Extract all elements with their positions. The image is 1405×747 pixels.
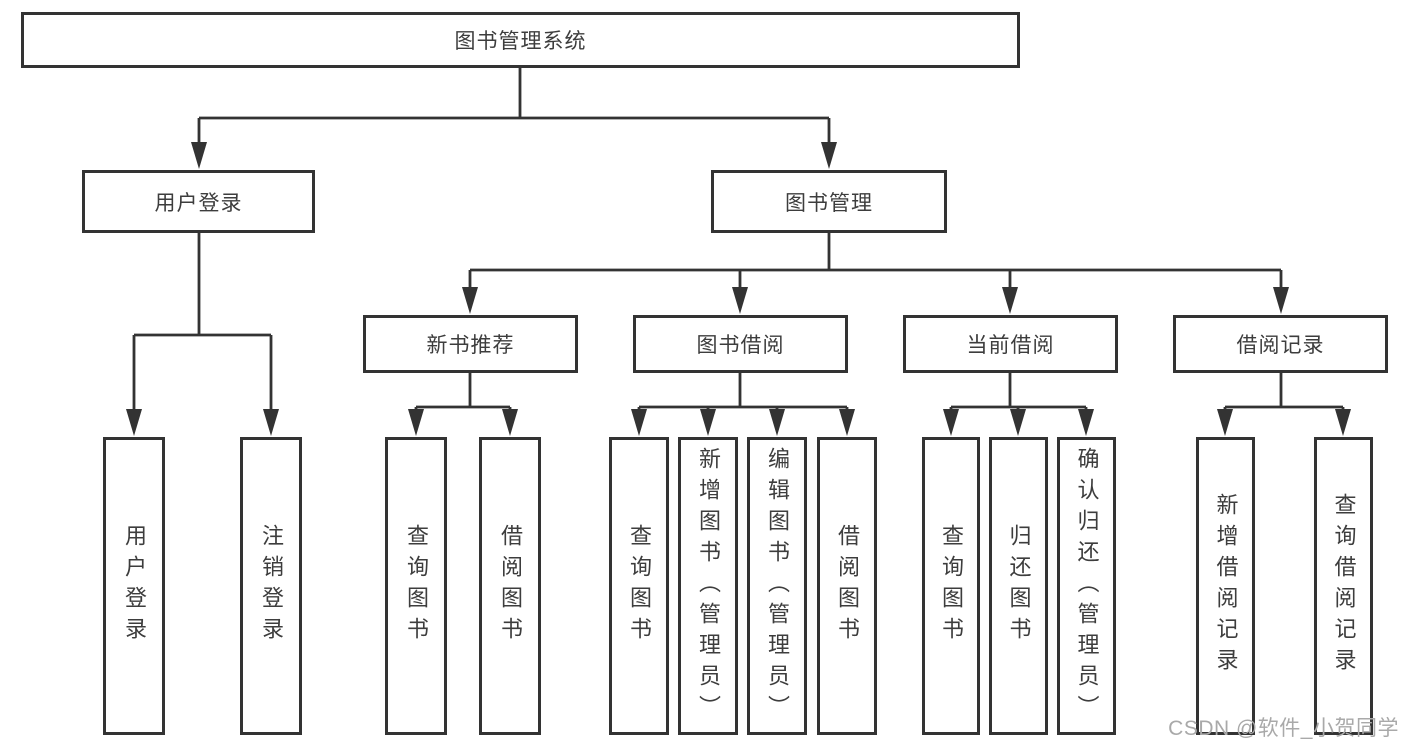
leaf-current-return-books: 归还图书 xyxy=(989,437,1048,735)
node-label: 查询图书 xyxy=(627,524,652,648)
node-label: 新书推荐 xyxy=(426,334,515,357)
node-label: 图书借阅 xyxy=(696,334,785,357)
node-label: 借阅记录 xyxy=(1236,334,1325,357)
leaf-borrow-borrow-books: 借阅图书 xyxy=(817,437,877,735)
node-label: 查询借阅记录 xyxy=(1331,493,1357,679)
leaf-user-login: 用户登录 xyxy=(103,437,165,735)
leaf-records-add-borrow-record: 新增借阅记录 xyxy=(1196,437,1255,735)
node-new-book-recommendation: 新书推荐 xyxy=(363,315,578,373)
leaf-records-query-borrow-record: 查询借阅记录 xyxy=(1314,437,1373,735)
node-label: 查询图书 xyxy=(939,524,964,648)
node-label: 图书管理系统 xyxy=(454,30,587,53)
node-label: 当前借阅 xyxy=(966,334,1055,357)
leaf-logout: 注销登录 xyxy=(240,437,302,735)
node-label: 新增图书（管理员） xyxy=(696,446,721,726)
node-label: 借阅图书 xyxy=(835,524,860,648)
leaf-recommend-query-books: 查询图书 xyxy=(385,437,447,735)
node-label: 确认归还（管理员） xyxy=(1074,446,1100,726)
leaf-borrow-edit-books-admin: 编辑图书（管理员） xyxy=(747,437,807,735)
leaf-current-confirm-return-admin: 确认归还（管理员） xyxy=(1057,437,1116,735)
leaf-borrow-query-books: 查询图书 xyxy=(609,437,669,735)
node-label: 用户登录 xyxy=(122,524,147,648)
leaf-recommend-borrow-books: 借阅图书 xyxy=(479,437,541,735)
node-book-borrowing: 图书借阅 xyxy=(633,315,848,373)
node-borrowing-records: 借阅记录 xyxy=(1173,315,1388,373)
node-root: 图书管理系统 xyxy=(21,12,1020,68)
node-label: 用户登录 xyxy=(154,191,243,215)
node-label: 编辑图书（管理员） xyxy=(765,446,790,726)
node-current-borrowing: 当前借阅 xyxy=(903,315,1118,373)
node-label: 新增借阅记录 xyxy=(1213,493,1239,679)
node-label: 借阅图书 xyxy=(498,524,523,648)
node-label: 归还图书 xyxy=(1006,524,1032,648)
watermark: CSDN @软件_小贺同学 xyxy=(1168,717,1399,740)
node-book-management: 图书管理 xyxy=(711,170,947,233)
node-user-login: 用户登录 xyxy=(82,170,315,233)
node-label: 注销登录 xyxy=(259,524,284,648)
leaf-current-query-books: 查询图书 xyxy=(922,437,980,735)
node-label: 图书管理 xyxy=(785,191,873,215)
node-label: 查询图书 xyxy=(404,524,429,648)
leaf-borrow-add-books-admin: 新增图书（管理员） xyxy=(678,437,738,735)
